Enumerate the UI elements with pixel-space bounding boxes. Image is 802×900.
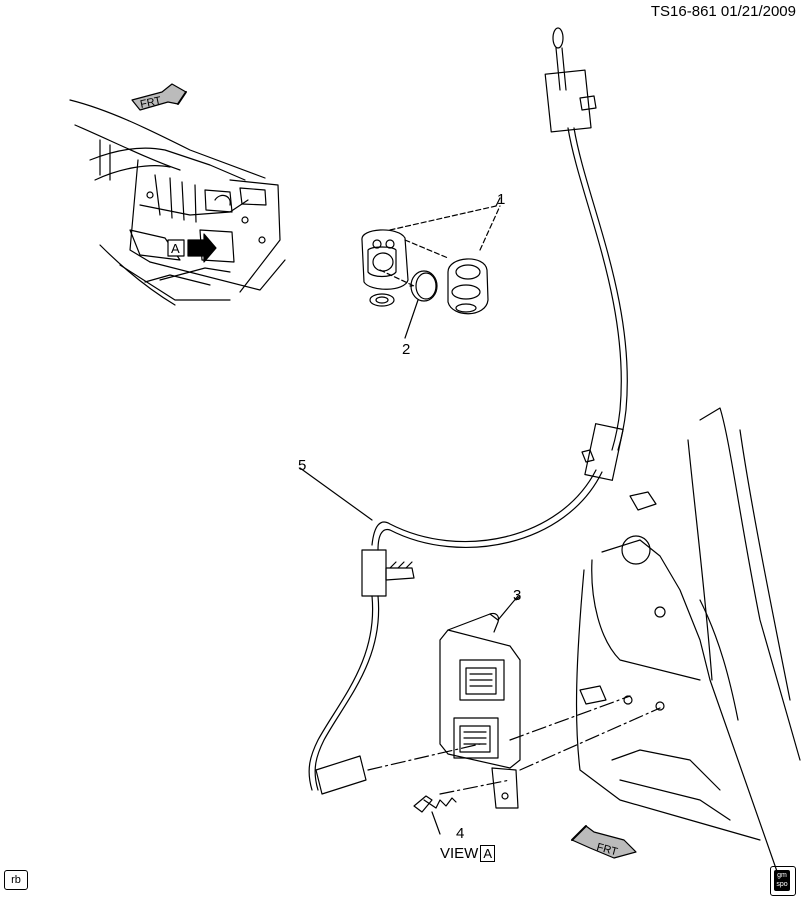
receiver-module (367, 595, 661, 809)
gm-spo-logo-text: gm spo (774, 870, 790, 891)
view-label-letter: A (480, 845, 496, 862)
antenna-cable (299, 27, 628, 795)
vehicle-overview (69, 99, 286, 306)
rb-badge: rb (4, 870, 28, 890)
document-id: TS16-861 01/21/2009 (650, 3, 796, 20)
key-fob-front (447, 258, 489, 315)
key-fob-back-shell (361, 229, 409, 307)
frt-label-bottom: FRT (595, 841, 619, 858)
body-pillar (575, 407, 801, 881)
callout-3: 3 (513, 587, 522, 604)
callout-2: 2 (402, 341, 411, 358)
view-marker-overview: A (171, 241, 180, 256)
frt-arrow-icon (571, 825, 637, 859)
push-pin-retainer (413, 795, 457, 835)
coin-battery (410, 270, 438, 302)
callout-5: 5 (298, 457, 307, 474)
view-label-text: VIEW (440, 845, 479, 862)
frt-label-top: FRT (139, 95, 162, 111)
view-arrow-icon (167, 233, 217, 263)
callout-1: 1 (497, 191, 506, 208)
callout-4: 4 (456, 825, 465, 842)
gm-spo-logo: gm spo (770, 866, 796, 896)
frt-arrow-icon (131, 83, 187, 111)
